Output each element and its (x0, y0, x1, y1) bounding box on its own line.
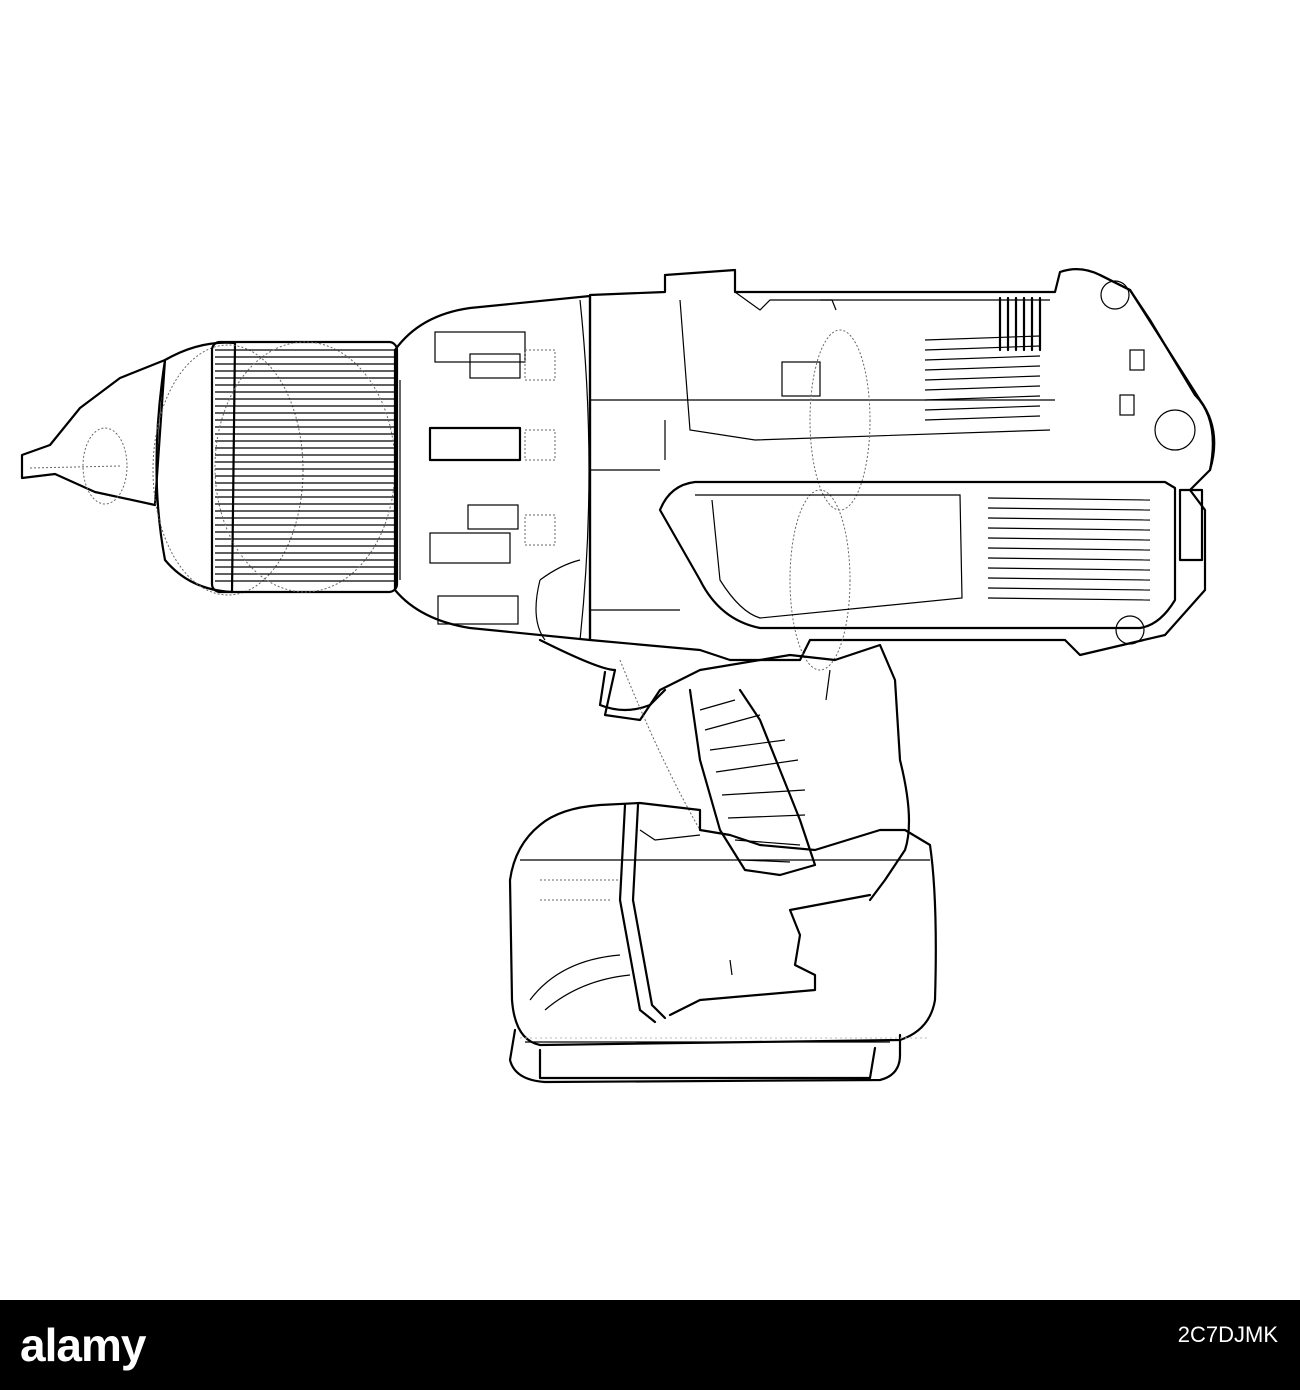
drawing-stroke (987, 567, 1151, 571)
drawing-stroke (987, 547, 1151, 551)
drawing-stroke (987, 597, 1151, 601)
drawing-stroke (924, 345, 1041, 351)
drawing-stroke (987, 537, 1151, 541)
image-id-label: 2C7DJMK (1177, 1322, 1278, 1347)
drawing-stroke (987, 587, 1151, 591)
drawing-stroke (987, 497, 1151, 501)
lower-vent-fins (987, 497, 1151, 601)
rear-end-cap (1098, 273, 1216, 645)
alamy-wordmark: alamy (20, 1319, 146, 1371)
drawing-stroke (924, 375, 1041, 381)
drawing-stroke (924, 405, 1041, 411)
side-label-panel (658, 480, 1177, 630)
chuck-collar (152, 341, 304, 596)
drawing-stroke (924, 385, 1041, 391)
watermark-footer-bar: alamy 2C7DJMK (0, 1300, 1300, 1390)
drawing-stroke (924, 355, 1041, 361)
drawing-stroke (987, 557, 1151, 561)
drawing-stroke (924, 395, 1041, 401)
battery-pack (508, 801, 937, 1047)
knurled-chuck-ring (210, 340, 399, 594)
drawing-stroke (987, 577, 1151, 581)
drawing-stroke (987, 527, 1151, 531)
upper-vent-fins (924, 296, 1042, 421)
chuck-tip (20, 358, 167, 507)
drill-wireframe-illustration (20, 268, 1216, 1084)
battery-base (508, 1028, 930, 1084)
handle-grip (535, 559, 911, 902)
knurl-ridges (215, 349, 395, 582)
drawing-stroke (924, 335, 1041, 341)
drill-drawing (20, 268, 1216, 1084)
drawing-stroke (924, 365, 1041, 371)
drawing-stroke (987, 517, 1151, 521)
drawing-stroke (924, 415, 1041, 421)
motor-housing (588, 268, 1214, 671)
gearbox-housing (393, 294, 592, 642)
drawing-stroke (987, 507, 1151, 511)
